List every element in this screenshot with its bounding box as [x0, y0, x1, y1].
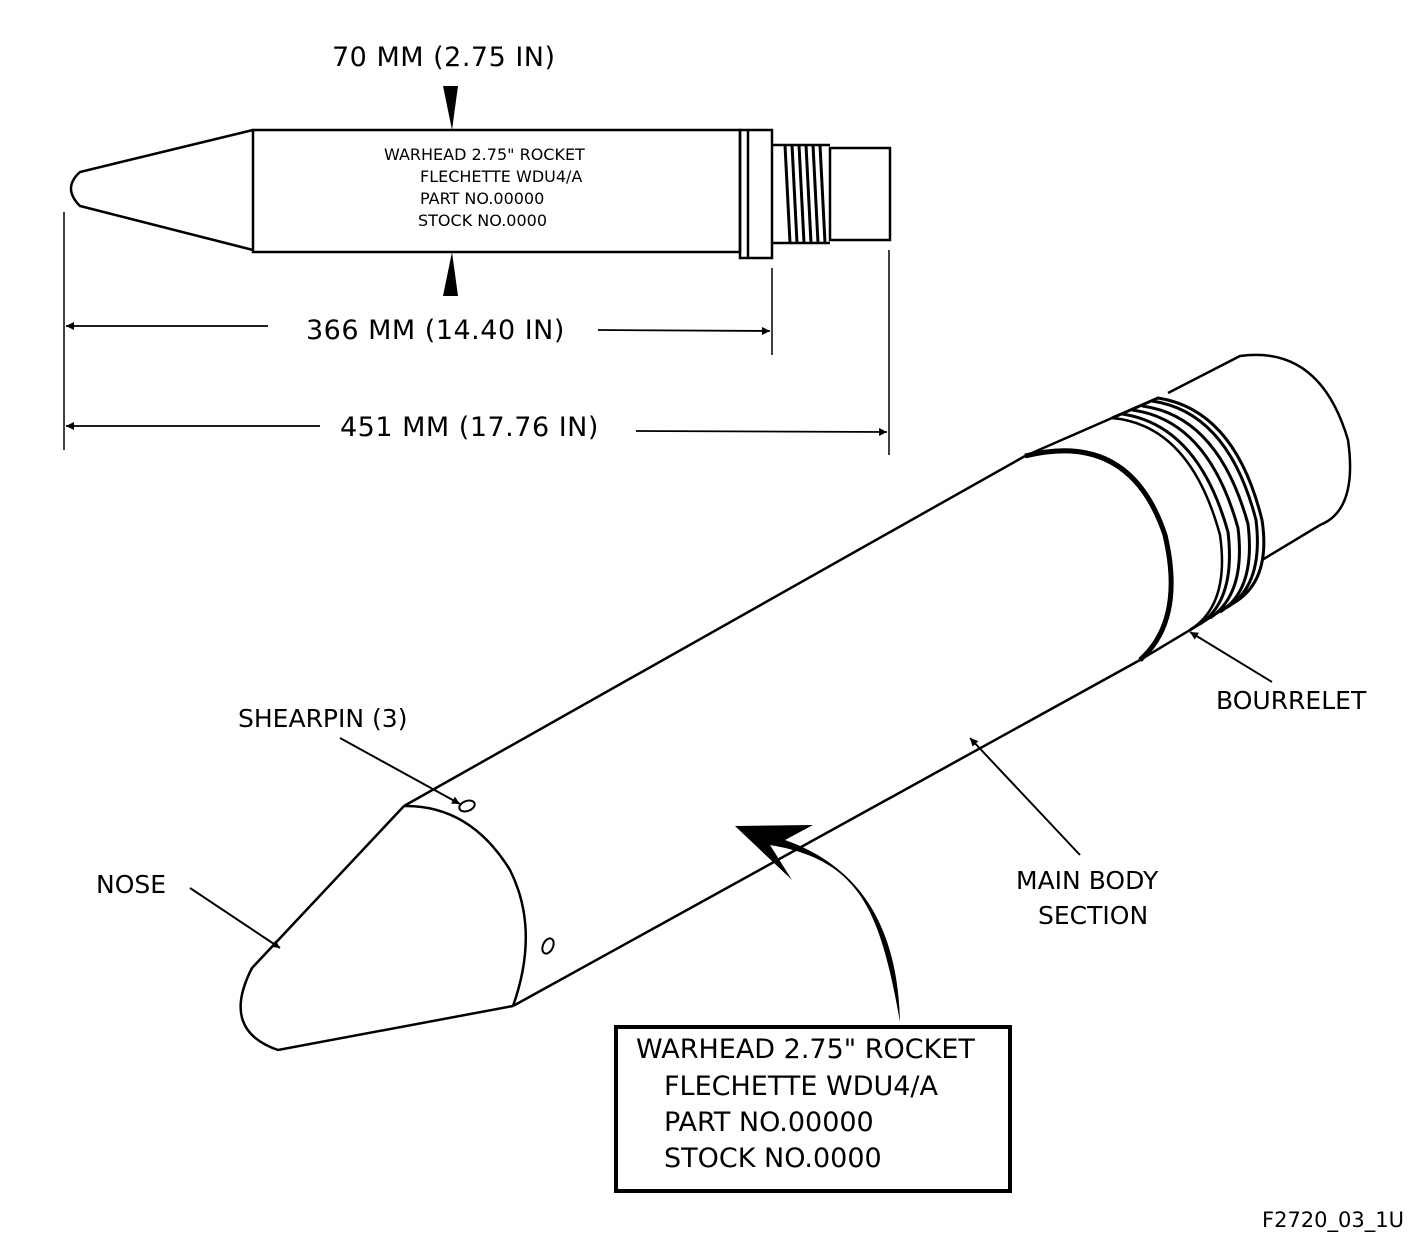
side-view-nose [69, 128, 254, 252]
side-marking-line3: PART NO.00000 [420, 189, 545, 208]
diameter-label: 70 MM (2.75 IN) [332, 42, 556, 73]
bourrelet-label: BOURRELET [1216, 686, 1367, 715]
shearpin-leader [339, 737, 461, 805]
diameter-arrows [443, 86, 458, 296]
bourrelet-leader [1189, 631, 1273, 683]
dim-366-right [597, 326, 771, 335]
side-marking-line2: FLECHETTE WDU4/A [420, 167, 583, 186]
marking-plate-arrow [735, 825, 900, 1022]
iso-bourrelet-back [1024, 416, 1224, 662]
iso-nose-seam [403, 804, 527, 1007]
iso-threads [1111, 396, 1266, 632]
nose-label: NOSE [96, 870, 167, 899]
plate-line3: PART NO.00000 [664, 1107, 874, 1138]
plate-line4: STOCK NO.0000 [664, 1143, 882, 1174]
shearpins [458, 799, 555, 955]
side-marking-line4: STOCK NO.0000 [418, 211, 547, 230]
iso-nose [239, 805, 514, 1052]
shearpin-side [541, 937, 555, 955]
dimension-lines [66, 322, 888, 436]
marking-plate [614, 1025, 1012, 1193]
side-view [69, 128, 892, 260]
side-view-base [828, 146, 892, 242]
leader-lines [189, 631, 1273, 949]
iso-body-top [403, 454, 1026, 808]
side-marking-line1: WARHEAD 2.75" ROCKET [384, 145, 585, 164]
iso-base [1167, 353, 1352, 562]
dim-451-right [635, 427, 888, 436]
main-body-label-line1: MAIN BODY [1016, 866, 1159, 895]
overall-length-label: 451 MM (17.76 IN) [340, 412, 599, 443]
diameter-arrow-top [443, 86, 458, 130]
body-length-label: 366 MM (14.40 IN) [306, 315, 565, 346]
plate-line1: WARHEAD 2.75" ROCKET [636, 1034, 975, 1065]
iso-body-bottom [512, 658, 1141, 1008]
shearpin-label: SHEARPIN (3) [238, 704, 408, 733]
diameter-arrow-bottom [443, 252, 458, 296]
nose-leader [189, 887, 281, 949]
iso-bourrelet-front [1024, 448, 1174, 662]
extension-lines [63, 212, 890, 455]
main-body-label-line2: SECTION [1038, 901, 1149, 930]
isometric-view [239, 353, 1352, 1052]
plate-line2: FLECHETTE WDU4/A [664, 1071, 938, 1102]
side-view-threads [772, 143, 830, 245]
main-body-leader [969, 737, 1081, 856]
shearpin-top [458, 799, 476, 813]
side-view-bourrelet [738, 128, 774, 260]
figure-id: F2720_03_1U [1262, 1208, 1404, 1232]
